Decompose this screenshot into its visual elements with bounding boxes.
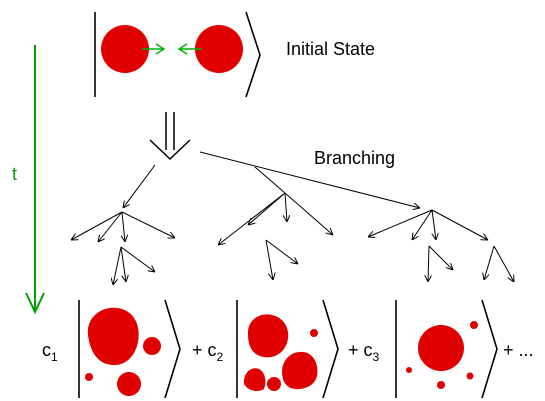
time-arrow-head	[25, 292, 45, 315]
outcome-2: +c2	[192, 299, 339, 399]
coefficient-1: c1	[42, 340, 58, 364]
left-droplet	[101, 25, 149, 73]
coefficient-2: +c2	[192, 340, 224, 364]
ket-angle	[481, 299, 498, 399]
time-label: t	[12, 164, 17, 184]
time-axis: t	[12, 45, 45, 315]
droplet	[437, 381, 445, 389]
large-droplet	[87, 307, 139, 366]
droplet	[243, 368, 266, 392]
coefficient-3: +c3	[348, 340, 380, 364]
ket-angle	[164, 299, 181, 399]
droplet	[267, 377, 281, 391]
branching-tree	[71, 151, 514, 285]
droplet	[470, 321, 478, 329]
double-down-arrow	[149, 112, 191, 161]
large-droplet	[282, 351, 318, 390]
initial-state-ket: Initial State	[94, 11, 375, 98]
droplet	[406, 367, 412, 373]
initial-state-label: Initial State	[286, 39, 375, 59]
more-terms: + ...	[503, 340, 534, 360]
droplet	[310, 329, 318, 337]
ket-angle	[322, 299, 339, 399]
velocity-arrow-right-head	[155, 43, 166, 55]
ket-angle	[245, 11, 261, 98]
velocity-arrow-left-head	[177, 43, 188, 55]
droplet	[143, 337, 161, 355]
large-droplet	[418, 325, 464, 371]
branching-label: Branching	[314, 148, 395, 168]
outcome-kets: c1 +c2 +c3 + ...	[42, 299, 534, 399]
large-droplet	[247, 314, 289, 358]
outcome-3: +c3	[348, 299, 498, 399]
droplet	[85, 373, 93, 381]
droplet	[117, 372, 141, 396]
right-droplet	[195, 25, 243, 73]
droplet	[466, 372, 474, 380]
outcome-1: c1	[42, 299, 181, 399]
